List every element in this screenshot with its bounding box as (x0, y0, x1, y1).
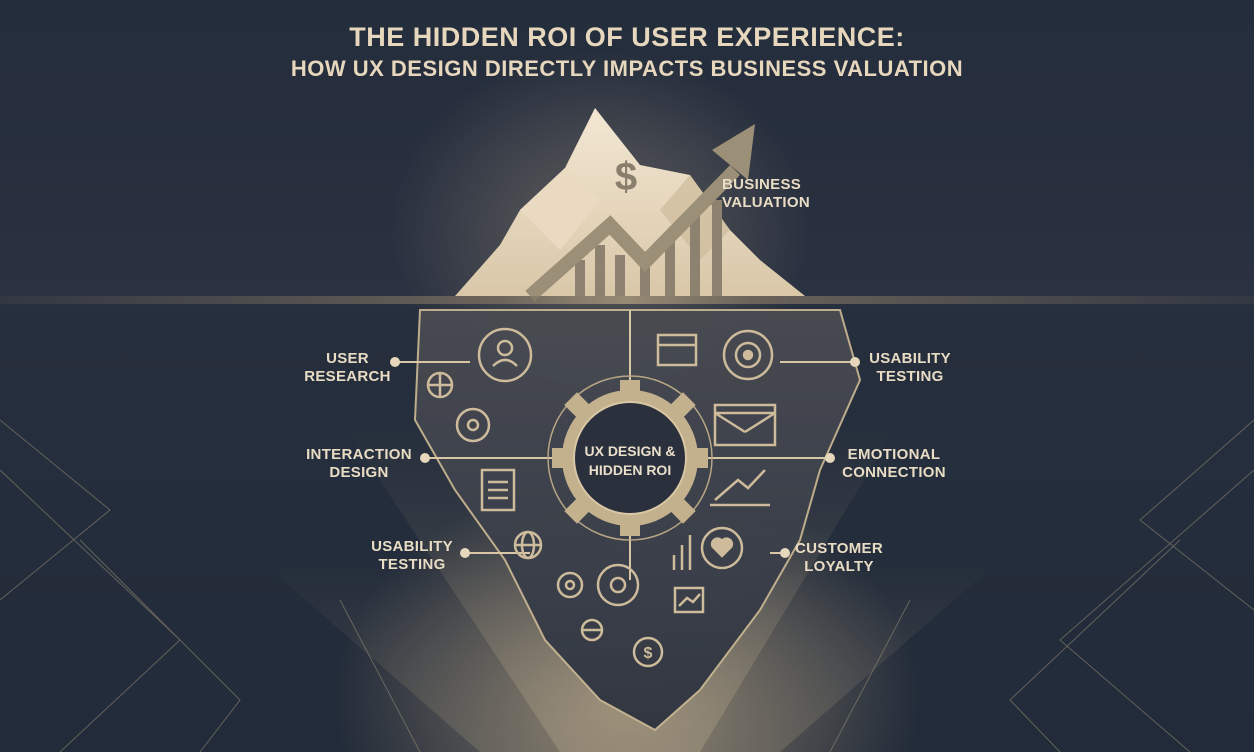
subtitle: HOW UX DESIGN DIRECTLY IMPACTS BUSINESS … (290, 56, 964, 81)
label-usability-testing-left: USABILITY TESTING (364, 538, 460, 574)
label-usability-testing-right: USABILITY TESTING (862, 350, 958, 386)
gear-icon (556, 571, 584, 599)
label-line: USER (326, 350, 369, 367)
globe-icon (513, 530, 543, 560)
wireframe-icon (656, 333, 698, 367)
label-line: UX DESIGN & (584, 443, 676, 459)
label-line: INTERACTION (306, 446, 412, 463)
main-title: THE HIDDEN ROI OF USER EXPERIENCE: (349, 22, 905, 52)
label-line: TESTING (876, 368, 944, 385)
business-valuation-label: BUSINESS VALUATION (722, 176, 810, 212)
globe-icon (580, 618, 604, 642)
gear-icon (455, 407, 491, 443)
bar-chart-icon (575, 200, 722, 296)
label-line: RESEARCH (304, 368, 391, 385)
label-emotional-connection: EMOTIONAL CONNECTION (838, 446, 950, 482)
label-line: USABILITY (869, 350, 951, 367)
browser-icon (713, 403, 777, 447)
central-gear-icon (547, 375, 713, 541)
label-line: CUSTOMER (795, 540, 883, 557)
waterline (0, 296, 1254, 304)
label-line: USABILITY (371, 538, 453, 555)
gear-icon (596, 563, 640, 607)
label-user-research: USER RESEARCH (300, 350, 395, 386)
label-customer-loyalty: CUSTOMER LOYALTY (792, 540, 886, 576)
label-line: CONNECTION (842, 464, 946, 481)
chart-up-icon (710, 469, 770, 507)
center-label: UX DESIGN & HIDDEN ROI (565, 442, 695, 480)
user-gear-icon (477, 327, 533, 383)
label-line: DESIGN (329, 464, 389, 481)
geometric-lines (0, 419, 1254, 752)
label-line: TESTING (378, 556, 446, 573)
chart-doc-icon (673, 586, 705, 614)
bar-chart-icon (672, 535, 692, 570)
label-line: HIDDEN ROI (588, 462, 672, 478)
label-interaction-design: INTERACTION DESIGN (296, 446, 422, 482)
document-icon (480, 468, 516, 512)
heart-icon (700, 526, 744, 570)
crosshair-icon (426, 371, 454, 399)
dollar-icon: $ (615, 155, 637, 199)
trend-arrow-icon (525, 124, 755, 302)
label-line: EMOTIONAL (847, 446, 941, 463)
target-gear-icon (722, 329, 774, 381)
label-line: LOYALTY (804, 558, 874, 575)
svg-text:$: $ (644, 645, 653, 662)
label-line: VALUATION (722, 194, 810, 211)
dollar-coin-icon (632, 636, 664, 668)
label-line: BUSINESS (722, 176, 802, 193)
